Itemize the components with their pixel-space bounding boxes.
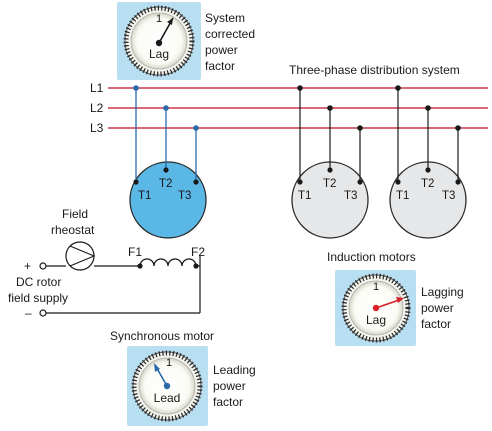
sync-t3-label: T3: [178, 190, 191, 202]
im1-t1-label: T1: [298, 190, 311, 202]
im2-t3-label: T3: [442, 190, 455, 202]
sync-t1-label: T1: [138, 190, 151, 202]
meter-system-caption-line3: power: [205, 43, 238, 57]
synchronous-motor-circle: [129, 161, 207, 239]
dc-minus-terminal: [39, 309, 47, 317]
meter-induction-ticks: [341, 273, 411, 343]
meter-induction-reading: Lag: [366, 313, 386, 327]
meter-synchronous-pivot: [163, 382, 171, 390]
im2-terminal-t3: [455, 179, 461, 185]
rheostat-wiper: [69, 245, 96, 267]
dc-supply-label-line1: DC rotor: [16, 275, 61, 289]
meter-system-needle-tip: [167, 18, 173, 25]
im2-junction-l3: [455, 125, 461, 131]
synchronous-motor: T1 T2 T3: [129, 85, 207, 239]
meter-induction-caption-line2: power: [421, 301, 454, 315]
meter-induction-power-factor: 1 Lag Lagging power factor: [335, 270, 464, 346]
meter-system-reading: Lag: [149, 47, 169, 61]
im1-t3-label: T3: [344, 190, 357, 202]
meter-induction-caption-line3: factor: [421, 317, 451, 331]
im2-t1-label: T1: [396, 190, 409, 202]
induction-motors-label: Induction motors: [327, 250, 416, 264]
line-l1-label: L1: [90, 81, 104, 95]
meter-induction-dial-number: 1: [373, 281, 379, 293]
meter-system-power-factor: 1 Lag System corrected power factor: [117, 2, 255, 80]
meter-system-caption-line2: corrected: [205, 27, 255, 41]
im1-terminal-t3: [357, 179, 363, 185]
meter-induction-needle-tip: [396, 297, 404, 303]
im1-junction-l3: [357, 125, 363, 131]
sync-terminal-t2: [163, 167, 169, 173]
meter-system-ticks: [123, 5, 195, 77]
meter-system-pivot: [155, 39, 163, 47]
meter-synchronous-caption-line3: factor: [213, 395, 243, 409]
dc-minus-sign: –: [25, 306, 32, 320]
meter-synchronous-dial-number: 1: [166, 357, 172, 369]
field-rheostat-label-line1: Field: [62, 207, 88, 221]
meter-synchronous-reading: Lead: [154, 391, 181, 405]
im1-junction-l1: [297, 85, 303, 91]
field-coil: [139, 258, 197, 267]
induction-motor-2: T1 T2 T3: [389, 85, 467, 239]
line-l2-label: L2: [90, 101, 104, 115]
sync-terminal-t3: [193, 179, 199, 185]
meter-synchronous-power-factor: 1 Lead Leading power factor: [127, 346, 256, 426]
meter-induction-pivot: [372, 304, 380, 312]
sync-junction-l3: [193, 125, 199, 131]
im1-terminal-t1: [297, 179, 303, 185]
meter-system-dial-number: 1: [156, 13, 162, 25]
im2-junction-l1: [395, 85, 401, 91]
field-rheostat-label-line2: rheostat: [51, 223, 95, 237]
im2-junction-l2: [425, 105, 431, 111]
f2-label: F2: [191, 245, 205, 259]
sync-t2-label: T2: [159, 178, 172, 190]
f1-label: F1: [128, 245, 142, 259]
im1-junction-l2: [327, 105, 333, 111]
im1-t2-label: T2: [323, 178, 336, 190]
field-circuit: Field rheostat F1 F2 + – DC rotor field …: [8, 207, 205, 320]
line-l3-label: L3: [90, 121, 104, 135]
meter-synchronous-caption-line2: power: [213, 379, 246, 393]
meter-synchronous-caption-line1: Leading: [213, 363, 256, 377]
dc-plus-terminal: [39, 262, 47, 270]
f1-terminal: [137, 263, 143, 269]
sync-terminal-t1: [133, 179, 139, 185]
induction-motor-1: T1 T2 T3: [291, 85, 369, 239]
dc-supply-label-line2: field supply: [8, 291, 68, 305]
im1-terminal-t2: [327, 167, 333, 173]
meter-system-caption-line4: factor: [205, 59, 235, 73]
meter-induction-caption-line1: Lagging: [421, 285, 464, 299]
im2-terminal-t2: [425, 167, 431, 173]
sync-junction-l2: [163, 105, 169, 111]
meter-synchronous-needle-tip: [154, 363, 160, 372]
sync-junction-l1: [133, 85, 139, 91]
synchronous-motor-label: Synchronous motor: [110, 329, 214, 343]
system-label: Three-phase distribution system: [289, 63, 460, 77]
im2-terminal-t1: [395, 179, 401, 185]
im2-t2-label: T2: [421, 178, 434, 190]
dc-plus-sign: +: [24, 259, 31, 273]
f2-terminal: [193, 263, 199, 269]
meter-synchronous-ticks: [131, 350, 203, 422]
meter-system-caption-line1: System: [205, 11, 245, 25]
